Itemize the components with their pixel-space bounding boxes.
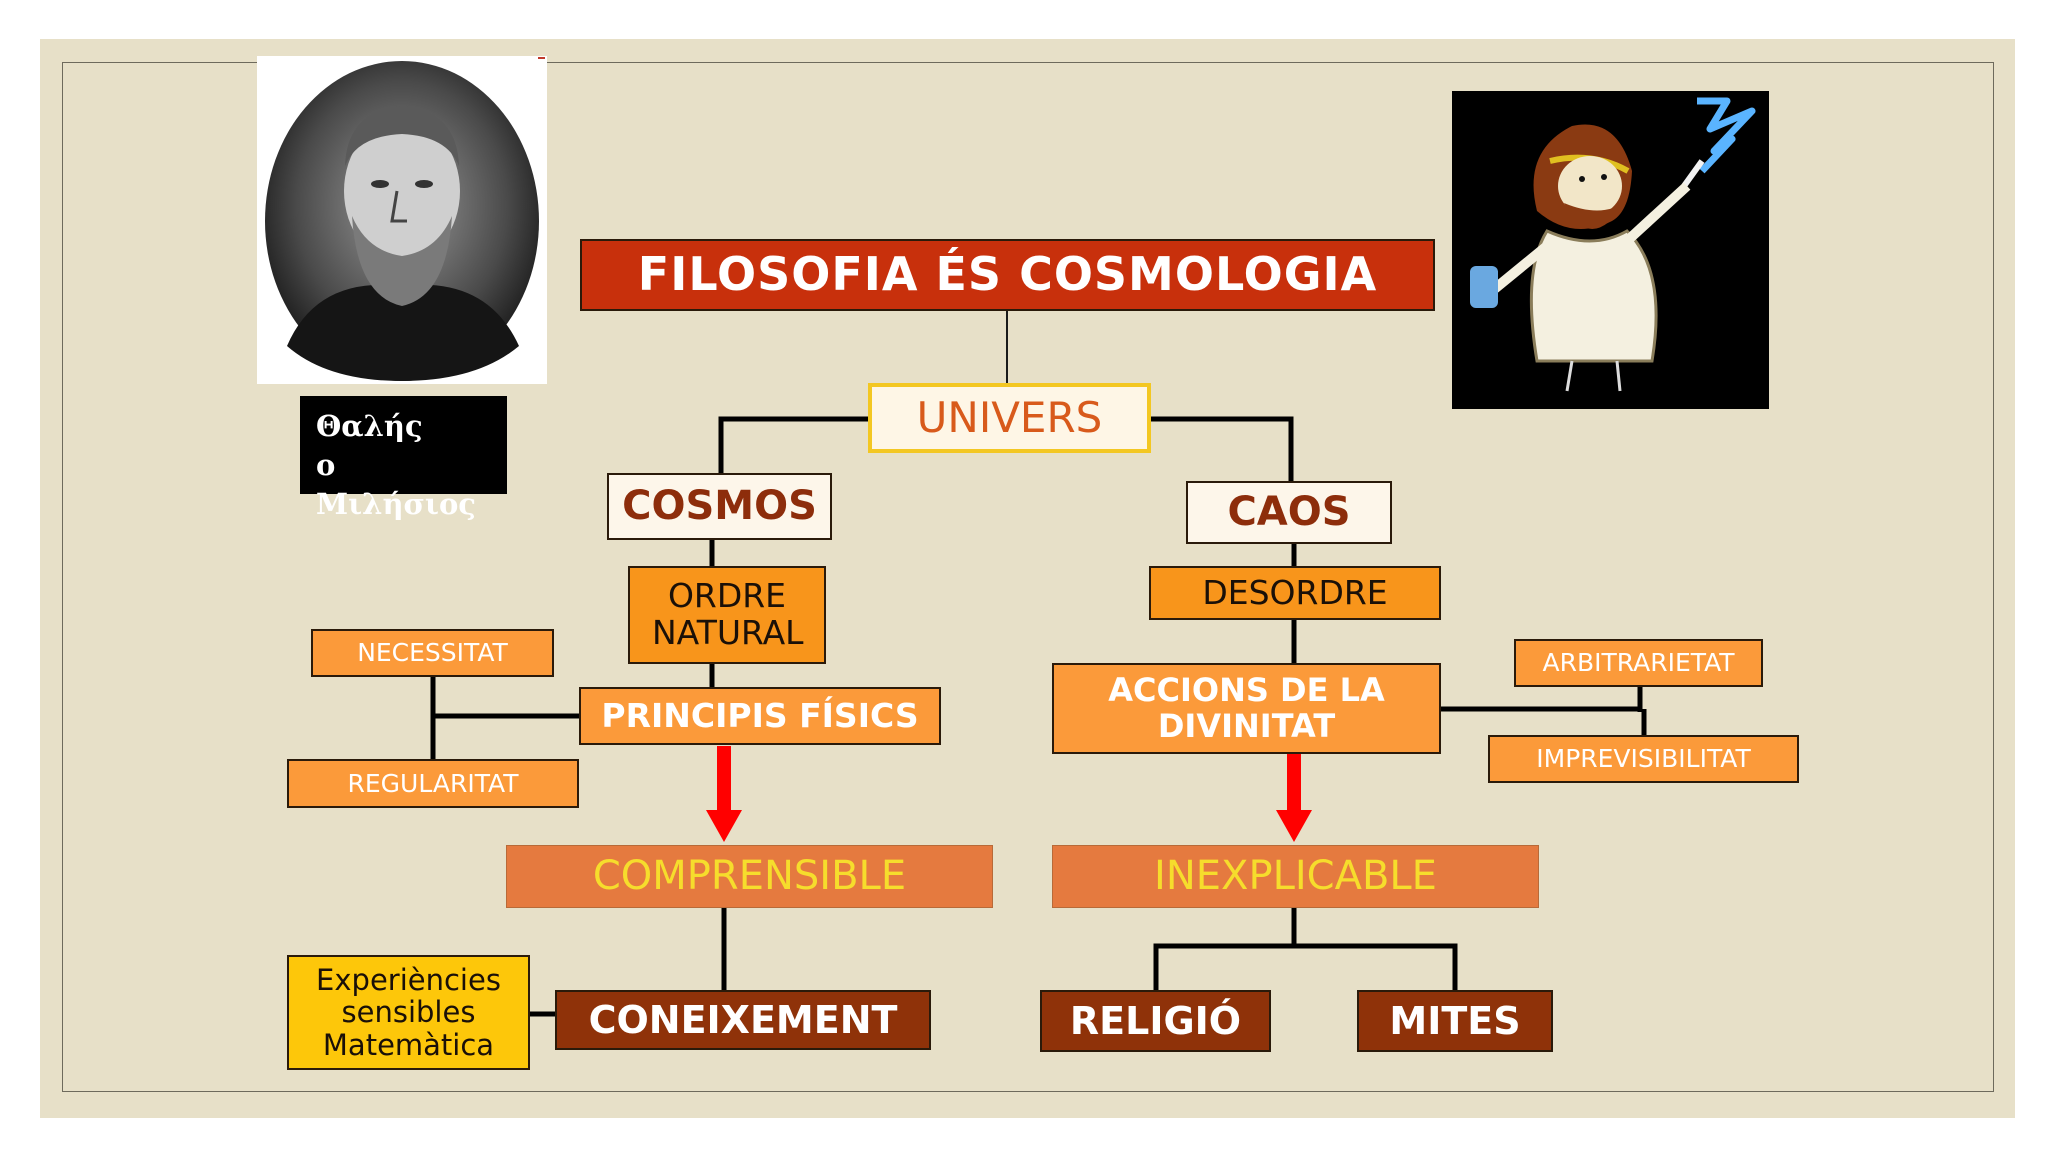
experiencies-line-3: Matemàtica [322, 1027, 495, 1062]
experiencies-line-2: sensibles [341, 995, 476, 1030]
slide-frame [62, 62, 1994, 1092]
node-comprensible: COMPRENSIBLE [506, 845, 993, 908]
node-principis-fisics: PRINCIPIS FÍSICS [579, 687, 941, 745]
thales-caption: Θαλής ο Μιλήσιος [300, 396, 507, 521]
node-experiencies: Experiències sensibles Matemàtica [287, 955, 530, 1070]
red-arrow-left [706, 746, 742, 842]
accions-line-2: DIVINITAT [1157, 706, 1336, 745]
node-imprevisibilitat: IMPREVISIBILITAT [1488, 735, 1799, 783]
node-inexplicable: INEXPLICABLE [1052, 845, 1539, 908]
node-mites: MITES [1357, 990, 1553, 1052]
ordre-natural-label: ORDRE NATURAL [652, 576, 804, 652]
portrait-engraving-icon [265, 61, 539, 381]
zeus-lightning-icon [1470, 97, 1756, 392]
red-arrow-right [1276, 752, 1312, 842]
line-branch-religio-mites [1153, 943, 1458, 990]
node-regularitat: REGULARITAT [287, 759, 579, 808]
zeus-cartoon [1452, 91, 1769, 409]
node-caos: CAOS [1186, 481, 1392, 544]
node-univers: UNIVERS [868, 383, 1151, 453]
node-coneixement: CONEIXEMENT [555, 990, 931, 1050]
node-accions-divinitat: ACCIONS DE LA DIVINITAT [1052, 663, 1441, 754]
portrait-mark [538, 57, 545, 59]
node-ordre-natural: ORDRE NATURAL [628, 566, 826, 664]
accions-line-1: ACCIONS DE LA [1108, 670, 1385, 709]
caption-line-2: ο Μιλήσιος [316, 448, 476, 522]
diagram-title: FILOSOFIA ÉS COSMOLOGIA [580, 239, 1435, 311]
node-religio: RELIGIÓ [1040, 990, 1271, 1052]
thales-portrait [257, 56, 547, 384]
node-arbitrarietat: ARBITRARIETAT [1514, 639, 1763, 687]
line-univers-caos [1151, 416, 1294, 481]
node-desordre: DESORDRE [1149, 566, 1441, 620]
caption-line-1: Θαλής [316, 409, 423, 443]
experiencies-line-1: Experiències [316, 962, 501, 997]
node-cosmos: COSMOS [607, 473, 832, 540]
line-univers-cosmos [718, 416, 868, 473]
node-necessitat: NECESSITAT [311, 629, 554, 677]
